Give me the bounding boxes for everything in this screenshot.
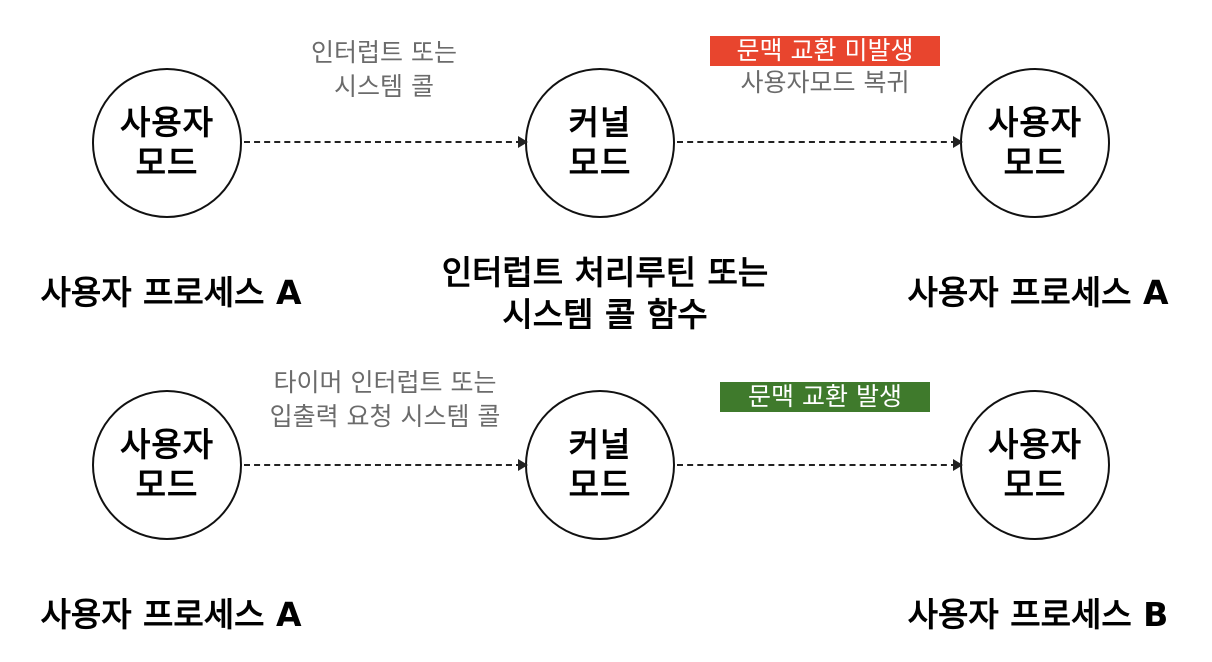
note-line1: 타이머 인터럽트 또는 bbox=[273, 368, 497, 397]
node-text-line1: 커널 bbox=[568, 425, 632, 464]
node-text-line1: 커널 bbox=[568, 103, 632, 142]
row1-label-process-left: 사용자 프로세스 A bbox=[40, 273, 302, 312]
row1-arrow-user-to-kernel bbox=[244, 136, 528, 148]
row2-user-mode-node-right: 사용자 모드 bbox=[960, 390, 1110, 540]
note-line1: 인터럽트 또는 bbox=[311, 38, 457, 67]
row1-arrow-kernel-to-user bbox=[677, 136, 963, 148]
row2-arrow2-note: 문맥 교환 발생 bbox=[720, 382, 930, 412]
context-switch-occurred-badge: 문맥 교환 발생 bbox=[720, 382, 930, 412]
node-text-line2: 모드 bbox=[1003, 465, 1067, 504]
row1-user-mode-node-left: 사용자 모드 bbox=[92, 68, 242, 218]
row1-user-mode-node-right: 사용자 모드 bbox=[960, 68, 1110, 218]
row2-arrow-user-to-kernel bbox=[244, 459, 528, 471]
label-line1: 인터럽트 처리루틴 또는 bbox=[441, 253, 769, 292]
note-line2: 입출력 요청 시스템 콜 bbox=[269, 402, 501, 431]
node-text-line2: 모드 bbox=[568, 143, 632, 182]
note-line2: 시스템 콜 bbox=[334, 72, 434, 101]
row1-kernel-mode-node: 커널 모드 bbox=[525, 68, 675, 218]
arrowhead bbox=[953, 136, 963, 148]
node-text-line1: 사용자 bbox=[119, 103, 215, 142]
row1-arrow1-note: 인터럽트 또는 시스템 콜 bbox=[284, 36, 484, 104]
note-line2: 사용자모드 복귀 bbox=[740, 68, 910, 97]
node-text-line2: 모드 bbox=[135, 143, 199, 182]
context-switch-not-occurred-badge: 문맥 교환 미발생 bbox=[710, 36, 940, 66]
row2-label-process-left: 사용자 프로세스 A bbox=[40, 595, 302, 634]
row2-kernel-mode-node: 커널 모드 bbox=[525, 390, 675, 540]
row2-label-process-right: 사용자 프로세스 B bbox=[907, 595, 1169, 634]
node-text-line2: 모드 bbox=[1003, 143, 1067, 182]
row1-arrow2-note: 문맥 교환 미발생 사용자모드 복귀 bbox=[710, 36, 940, 100]
arrowhead bbox=[518, 136, 528, 148]
node-text-line2: 모드 bbox=[568, 465, 632, 504]
row2-arrow1-note: 타이머 인터럽트 또는 입출력 요청 시스템 콜 bbox=[240, 366, 530, 434]
node-text-line1: 사용자 bbox=[119, 425, 215, 464]
row1-label-process-right: 사용자 프로세스 A bbox=[907, 273, 1169, 312]
row2-arrow-kernel-to-user bbox=[677, 459, 963, 471]
label-line2: 시스템 콜 함수 bbox=[502, 295, 708, 334]
arrowhead bbox=[518, 459, 528, 471]
row1-label-kernel-routine: 인터럽트 처리루틴 또는 시스템 콜 함수 bbox=[400, 252, 810, 336]
node-text-line1: 사용자 bbox=[987, 425, 1083, 464]
row2-user-mode-node-left: 사용자 모드 bbox=[92, 390, 242, 540]
node-text-line2: 모드 bbox=[135, 465, 199, 504]
node-text-line1: 사용자 bbox=[987, 103, 1083, 142]
arrowhead bbox=[953, 459, 963, 471]
